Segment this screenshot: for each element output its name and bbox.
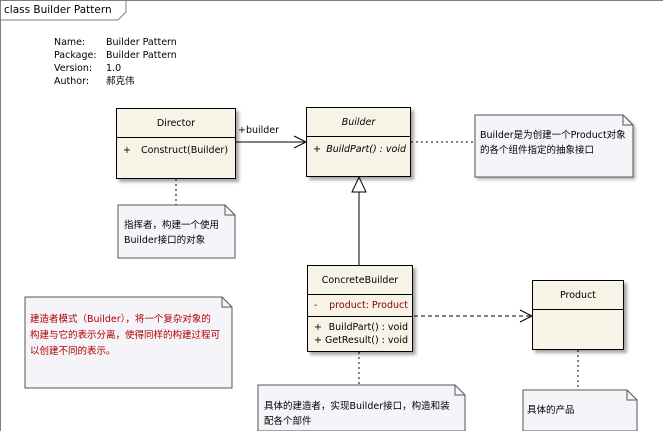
class-operations: +BuildPart() : void [307,137,410,160]
note-product: 具体的产品 [527,405,575,416]
class-name: Director [117,109,235,138]
note-concrete-builder: 具体的建造者，实现Builder接口，构造和装 配各个部件 [264,401,450,427]
frame-title: class Builder Pattern [4,4,112,16]
generalization-concrete-builder [351,175,367,265]
dependency-concrete-product [414,309,534,323]
frame-title-tab [0,0,127,21]
class-name: Builder [307,108,410,137]
class-builder[interactable]: Builder +BuildPart() : void [306,107,411,177]
operation: +GetResult() : void [314,335,408,346]
diagram-metadata: Name:Builder Pattern Package:Builder Pat… [54,36,177,88]
class-attributes: -product: Product [308,295,412,317]
class-name: ConcreteBuilder [308,266,412,295]
note-builder-shape [474,114,634,178]
note-pattern: 建造者模式（Builder），将一个复杂对象的 构建与它的表示分离，使得同样的构… [30,314,221,357]
class-operations: +BuildPart() : void +GetResult() : void [308,317,412,351]
attribute: -product: Product [314,300,408,311]
note-builder: Builder是为创建一个Product对象 的各个组件指定的抽象接口 [480,130,626,156]
meta-row-author: Author:郝克伟 [54,76,135,87]
association-role-label: +builder [238,125,280,136]
note-director: 指挥者，构建一个使用 Builder接口的对象 [124,220,220,246]
operation: +BuildPart() : void [314,322,408,333]
association-director-builder [236,135,308,149]
class-concrete-builder[interactable]: ConcreteBuilder -product: Product +Build… [307,265,413,352]
class-name: Product [533,281,623,310]
meta-row-package: Package:Builder Pattern [54,50,177,61]
meta-row-name: Name:Builder Pattern [54,37,177,48]
class-operations: +Construct(Builder) [117,138,235,161]
class-director[interactable]: Director +Construct(Builder) [116,108,236,179]
operation: +Construct(Builder) [123,145,229,156]
operation: +BuildPart() : void [313,144,406,155]
class-product[interactable]: Product [532,280,624,350]
note-product-shape [522,389,638,431]
note-pattern-shape [24,296,233,389]
note-concrete-shape [257,384,466,431]
note-director-shape [117,204,236,259]
meta-row-version: Version:1.0 [54,63,122,74]
